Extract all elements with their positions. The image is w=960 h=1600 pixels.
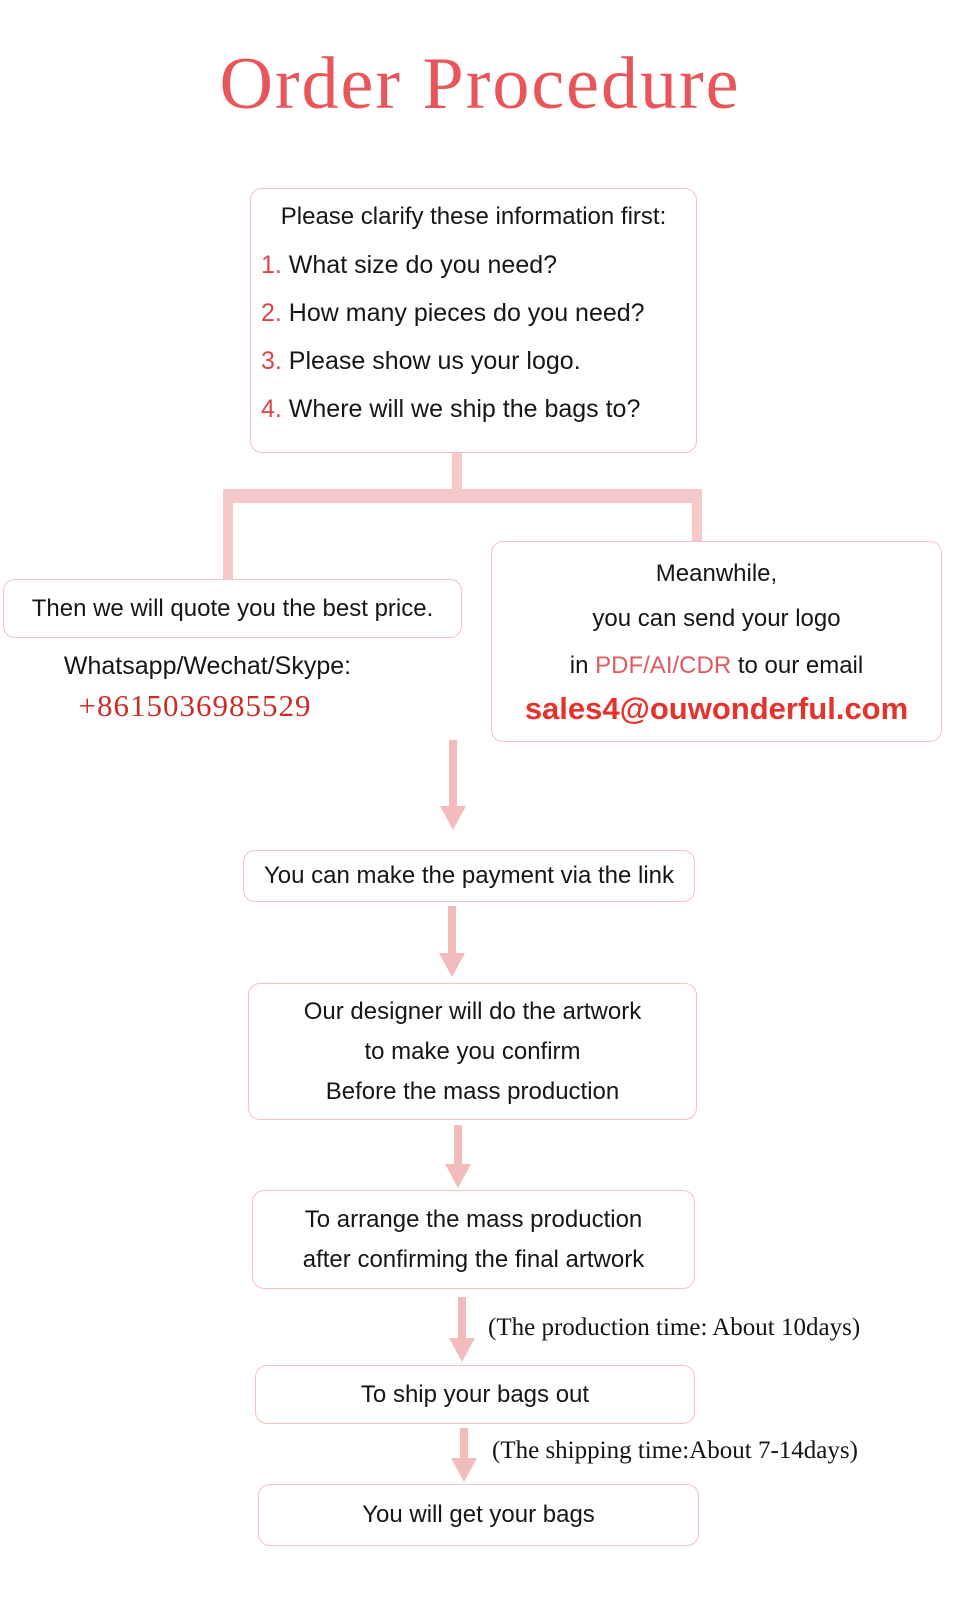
down-arrow-icon (445, 1164, 471, 1188)
ship-box: To ship your bags out (255, 1365, 695, 1424)
shipping-time-note: (The shipping time:About 7-14days) (492, 1437, 858, 1464)
payment-text: You can make the payment via the link (263, 862, 675, 889)
line-suffix: to our email (731, 651, 864, 679)
down-arrow-icon (460, 1428, 468, 1462)
line-prefix: in (569, 651, 596, 679)
list-item: 2. How many pieces do you need? (261, 299, 696, 327)
item-number: 3. (261, 347, 282, 375)
connector-line (452, 453, 462, 490)
down-arrow-icon (449, 1338, 475, 1362)
list-item: 3. Please show us your logo. (261, 347, 696, 375)
down-arrow-icon (440, 806, 466, 830)
item-text: Please show us your logo. (281, 347, 581, 375)
list-item: 1. What size do you need? (261, 251, 696, 279)
down-arrow-icon (454, 1125, 462, 1167)
production-line: after confirming the final artwork (302, 1245, 645, 1273)
quote-text: Then we will quote you the best price. (31, 594, 434, 622)
clarify-info-box: Please clarify these information first: … (250, 188, 697, 453)
logo-line: you can send your logo (592, 604, 841, 632)
file-formats: PDF/AI/CDR (595, 651, 732, 679)
logo-line: in PDF/AI/CDR to our email (570, 651, 863, 681)
designer-artwork-box: Our designer will do the artwork to make… (248, 983, 697, 1120)
item-number: 2. (261, 299, 282, 327)
designer-line: to make you confirm (364, 1037, 581, 1065)
quote-box: Then we will quote you the best price. (3, 579, 462, 638)
phone-number: +8615036985529 (78, 688, 312, 723)
ship-text: To ship your bags out (360, 1380, 590, 1408)
send-logo-box: Meanwhile, you can send your logo in PDF… (491, 541, 942, 742)
connector-line (692, 495, 702, 542)
down-arrow-icon (458, 1297, 466, 1341)
designer-line: Before the mass production (325, 1077, 620, 1105)
production-line: To arrange the mass production (304, 1205, 643, 1233)
designer-line: Our designer will do the artwork (303, 997, 642, 1025)
down-arrow-icon (449, 740, 457, 807)
item-text: How many pieces do you need? (281, 299, 645, 327)
clarify-item-list: 1. What size do you need? 2. How many pi… (251, 231, 696, 423)
page-title: Order Procedure (219, 43, 741, 125)
final-box: You will get your bags (258, 1484, 699, 1546)
item-text: What size do you need? (281, 251, 558, 279)
email-address: sales4@ouwonderful.com (524, 690, 909, 726)
connector-line (223, 495, 233, 580)
clarify-heading: Please clarify these information first: (280, 203, 667, 230)
item-number: 4. (261, 395, 282, 423)
production-time-note: (The production time: About 10days) (488, 1314, 861, 1341)
connector-line (223, 489, 702, 503)
down-arrow-icon (439, 953, 465, 977)
down-arrow-icon (451, 1458, 477, 1482)
down-arrow-icon (448, 906, 456, 956)
logo-line: Meanwhile, (655, 559, 778, 587)
item-text: Where will we ship the bags to? (281, 395, 641, 423)
item-number: 1. (261, 251, 282, 279)
messenger-label: Whatsapp/Wechat/Skype: (63, 652, 352, 680)
payment-box: You can make the payment via the link (243, 850, 695, 902)
final-text: You will get your bags (362, 1501, 595, 1528)
mass-production-box: To arrange the mass production after con… (252, 1190, 695, 1289)
list-item: 4. Where will we ship the bags to? (261, 395, 696, 423)
